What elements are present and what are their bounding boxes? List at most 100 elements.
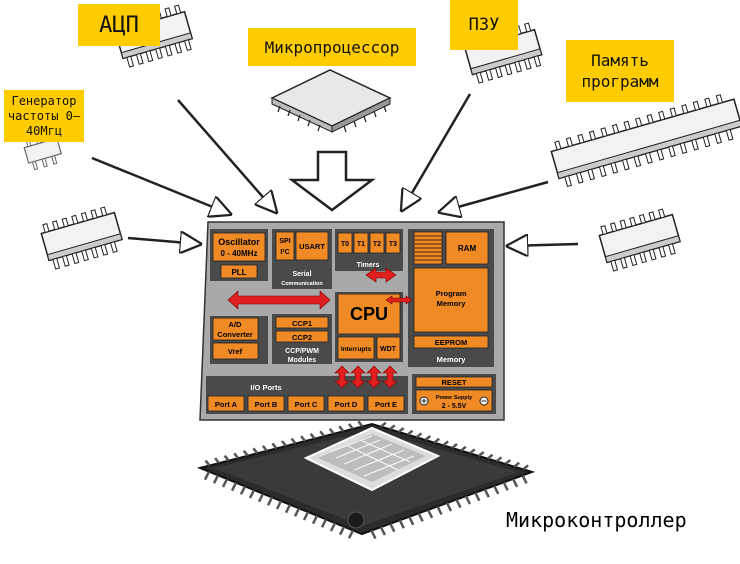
oscillator-label: Oscillator bbox=[218, 237, 260, 247]
oscillator-range: 0 - 40MHz bbox=[221, 249, 258, 258]
bus-arrow-memory bbox=[385, 295, 413, 305]
interrupts-block bbox=[337, 336, 375, 360]
port-box-1 bbox=[247, 395, 285, 412]
package-pin bbox=[221, 478, 229, 488]
package-pin bbox=[248, 489, 256, 499]
timer-t0-label: T0 bbox=[341, 241, 349, 248]
timer-t2 bbox=[369, 232, 385, 254]
ccp1-block bbox=[275, 316, 329, 329]
package-pin bbox=[493, 485, 500, 495]
package-pin bbox=[511, 478, 519, 488]
timer-t1-label: T1 bbox=[357, 241, 365, 248]
package-pin bbox=[233, 452, 240, 460]
ad-converter-block bbox=[212, 317, 259, 341]
package-pin bbox=[451, 443, 458, 449]
package-pin bbox=[347, 423, 354, 430]
voltage-label: 2 - 5.5V bbox=[442, 403, 467, 410]
package-pin bbox=[445, 502, 453, 512]
package-pin bbox=[275, 500, 283, 510]
package-pin bbox=[477, 451, 485, 457]
memory-register-stack bbox=[413, 231, 443, 265]
arrow-program-memory bbox=[440, 180, 549, 212]
power-supply-label: Power Supply bbox=[436, 395, 473, 401]
package-pin bbox=[204, 459, 211, 467]
package-pin bbox=[436, 505, 443, 516]
left-chip bbox=[40, 206, 124, 270]
arrow-adc bbox=[177, 99, 276, 212]
die-image bbox=[303, 426, 441, 492]
package-pin bbox=[271, 442, 278, 450]
port-box-0 bbox=[207, 395, 245, 412]
package-pin bbox=[486, 453, 494, 460]
package-pin bbox=[388, 424, 396, 431]
package-pin bbox=[398, 519, 405, 529]
package-pin bbox=[513, 461, 521, 468]
bus-arrow-down-4 bbox=[382, 365, 398, 389]
package-pin bbox=[328, 427, 335, 435]
package-pin bbox=[502, 481, 509, 491]
package-pin bbox=[302, 511, 310, 521]
timers-label: Timers bbox=[357, 262, 380, 269]
port-label-4: Port E bbox=[375, 400, 397, 409]
microprocessor-chip bbox=[270, 69, 392, 133]
usart-block bbox=[295, 231, 329, 261]
io-ports-label: I/O Ports bbox=[250, 383, 281, 392]
port-label-1: Port B bbox=[255, 400, 278, 409]
package-pin bbox=[424, 435, 432, 441]
package-pin bbox=[442, 440, 449, 447]
package-pin bbox=[319, 430, 326, 438]
right-chip bbox=[598, 208, 682, 272]
minus-icon bbox=[479, 396, 489, 406]
package-pin bbox=[464, 495, 472, 505]
spi-label: SPI bbox=[279, 238, 290, 245]
package-pin bbox=[389, 523, 396, 533]
bus-arrow-down-3 bbox=[366, 365, 382, 389]
package-pin bbox=[426, 509, 434, 519]
package-pin bbox=[495, 456, 503, 463]
vref-block bbox=[212, 342, 259, 360]
cpu-label: CPU bbox=[350, 304, 388, 324]
ram-label: RAM bbox=[458, 244, 477, 253]
timer-t2-label: T2 bbox=[373, 241, 381, 248]
package-pin bbox=[214, 457, 221, 464]
package-pin bbox=[290, 437, 297, 445]
timer-t3-label: T3 bbox=[389, 241, 397, 248]
package-pin bbox=[338, 526, 346, 536]
package-pin bbox=[347, 529, 355, 539]
arrow-left-chip bbox=[127, 238, 200, 244]
package-pin bbox=[417, 512, 424, 522]
port-label-3: Port D bbox=[335, 400, 358, 409]
program-memory-chip bbox=[550, 94, 740, 188]
eeprom-block bbox=[413, 335, 489, 349]
wdt-label: WDT bbox=[380, 346, 397, 353]
ccp-modules-label-1: CCP/PWM bbox=[285, 348, 319, 355]
microprocessor-label: Микропроцессор bbox=[248, 28, 416, 66]
oscillator-label: Генератор частоты 0–40Мгц bbox=[4, 90, 84, 142]
package-pin bbox=[408, 516, 415, 526]
spi-block bbox=[275, 231, 295, 261]
package-pin bbox=[320, 518, 328, 528]
package-pin bbox=[370, 529, 377, 540]
package-pin bbox=[242, 449, 249, 457]
package-pin bbox=[203, 471, 211, 481]
ad-label-1: A/D bbox=[229, 320, 243, 329]
program-memory-label-1: Program bbox=[436, 289, 467, 298]
rom-label: ПЗУ bbox=[450, 0, 518, 50]
package-pin bbox=[474, 492, 481, 502]
package-pin bbox=[257, 493, 265, 503]
adc-label: АЦП bbox=[78, 4, 160, 46]
timer-t0 bbox=[337, 232, 353, 254]
interrupts-label: Interrupts bbox=[341, 346, 372, 353]
usart-label: USART bbox=[299, 242, 325, 251]
package-pin bbox=[239, 485, 247, 495]
ram-block bbox=[445, 231, 489, 265]
microcontroller-caption: Микроконтроллер bbox=[506, 508, 687, 532]
package-pin bbox=[433, 437, 441, 444]
reset-block bbox=[415, 376, 493, 388]
ad-label-2: Converter bbox=[217, 330, 253, 339]
wdt-block bbox=[376, 336, 401, 360]
eeprom-label: EEPROM bbox=[435, 338, 468, 347]
bus-arrow-down-2 bbox=[350, 365, 366, 389]
communication-label: Communication bbox=[281, 281, 323, 287]
package-pin bbox=[379, 526, 387, 536]
